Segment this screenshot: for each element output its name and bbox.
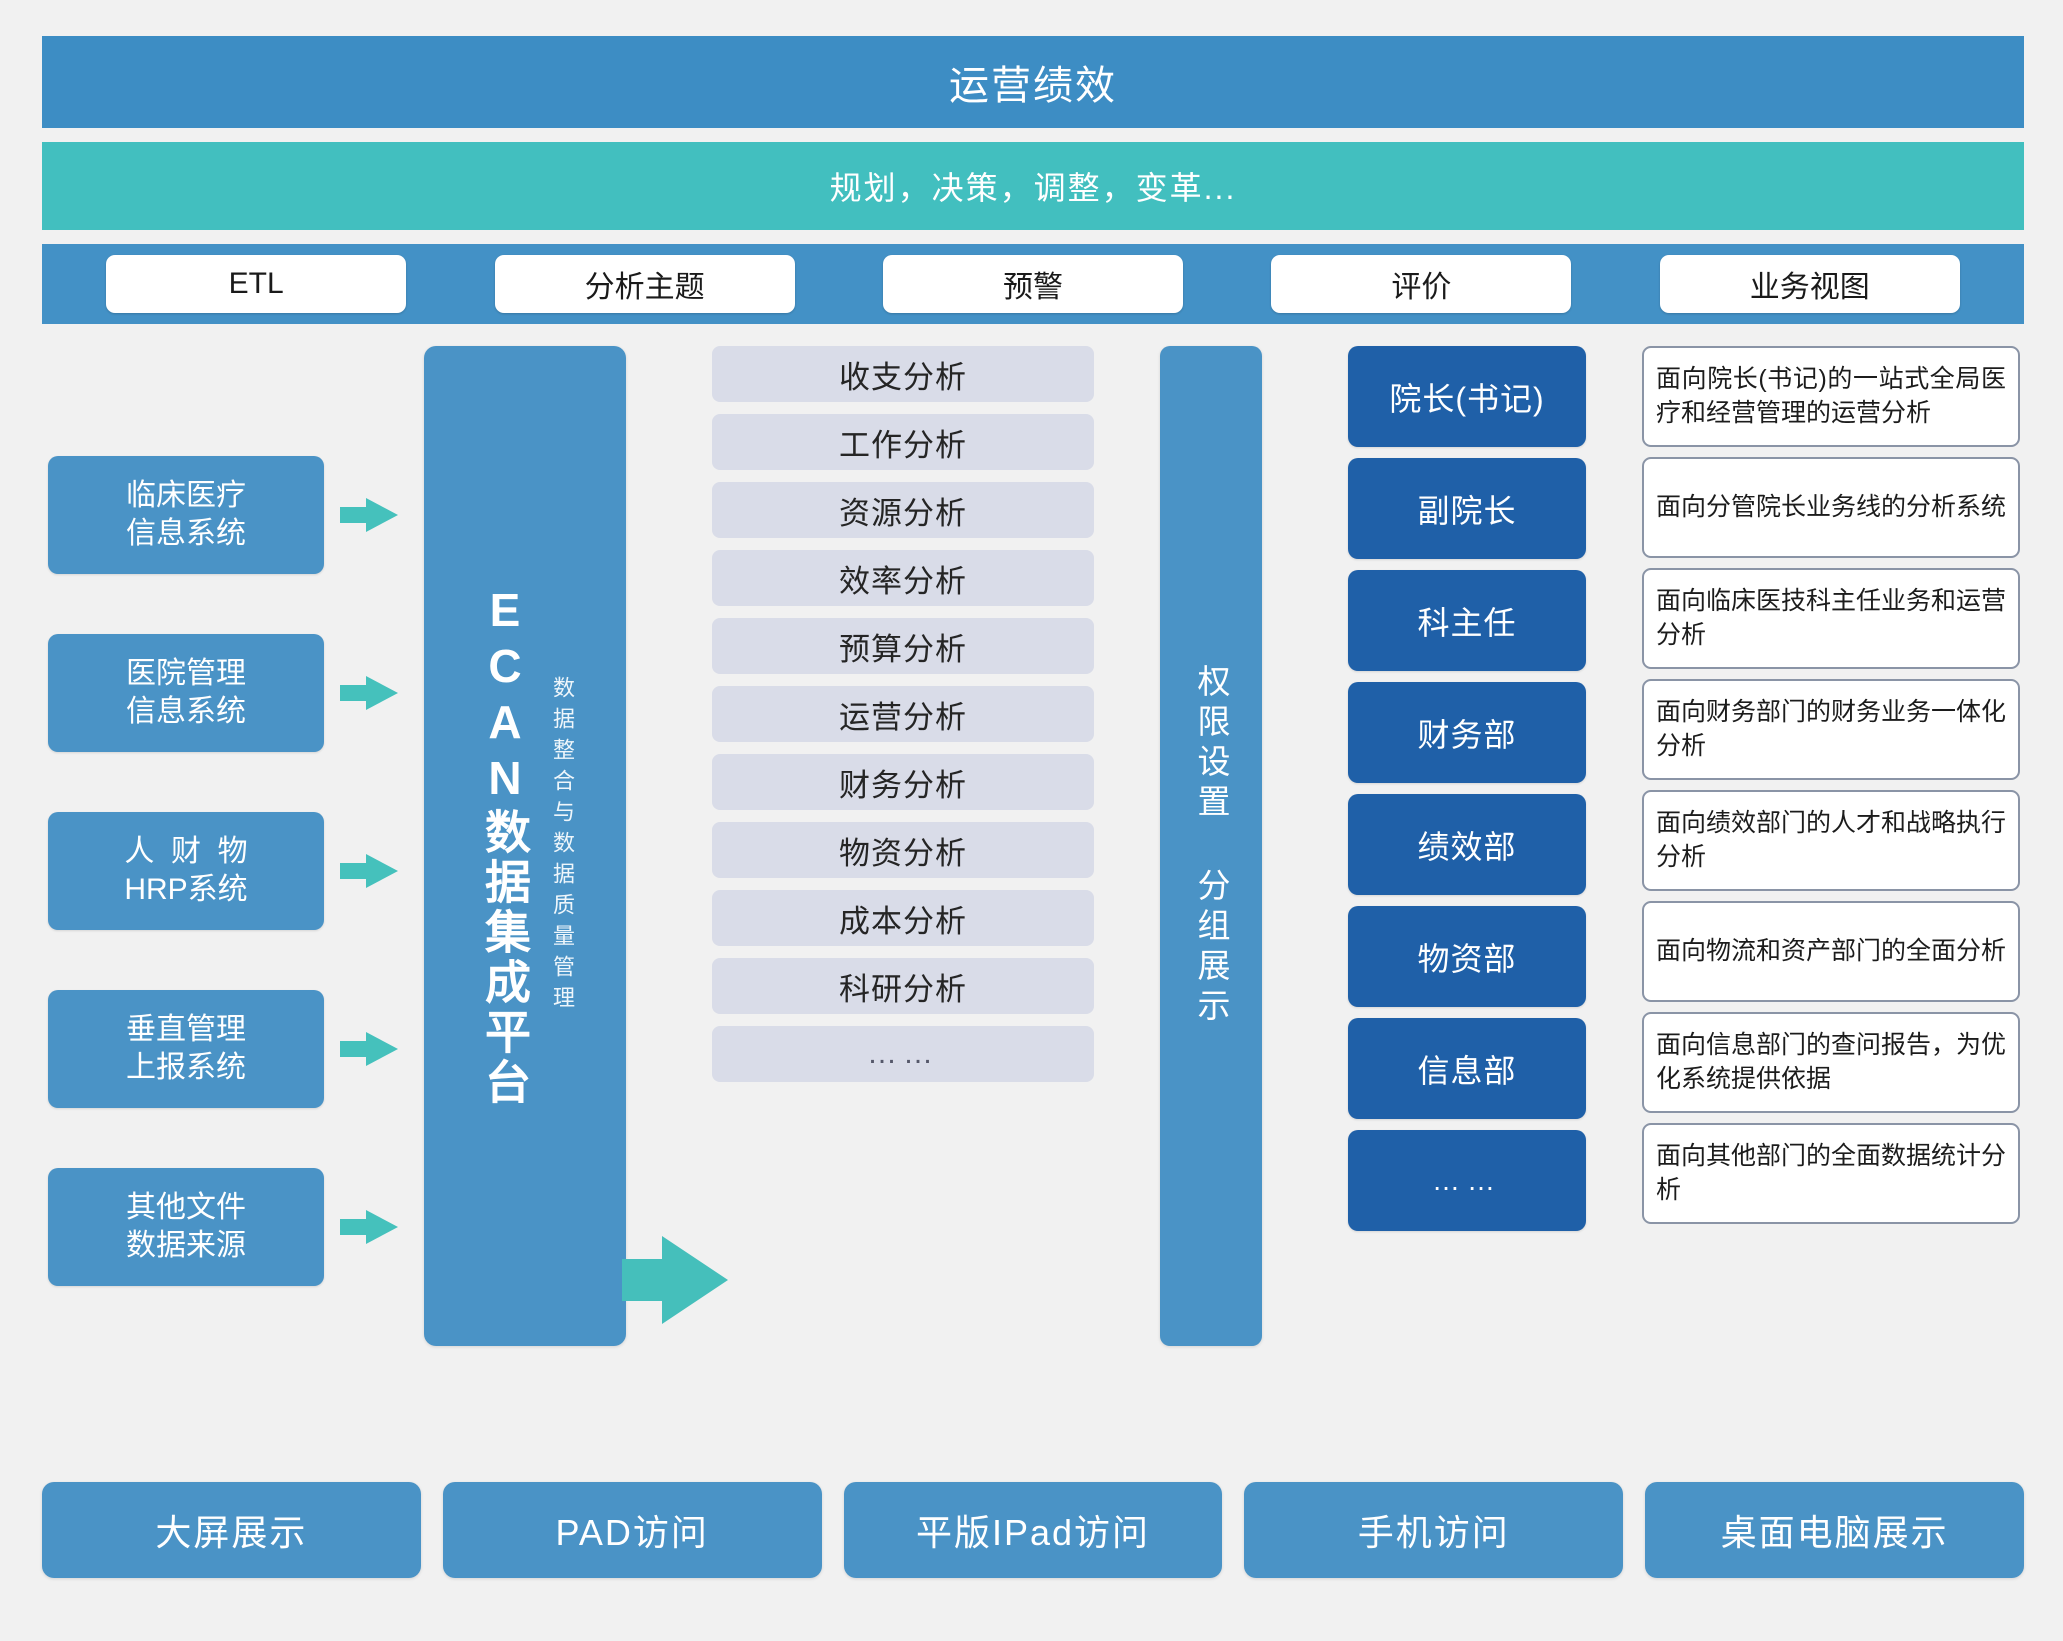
source-line-1: 医院管理	[126, 656, 246, 690]
capability-nav-bar: ETL 分析主题 预警 评价 业务视图	[42, 244, 2024, 324]
access-large-screen[interactable]: 大屏展示	[42, 1482, 421, 1578]
topic-income-expense[interactable]: 收支分析	[712, 346, 1094, 402]
source-line-1: 其他文件	[126, 1190, 246, 1224]
arrow-right-icon	[340, 1032, 398, 1066]
topic-more[interactable]: ……	[712, 1026, 1094, 1082]
role-vice-president[interactable]: 副院长	[1348, 458, 1586, 559]
roles-column: 院长(书记) 副院长 科主任 财务部 绩效部 物资部 信息部 ……	[1348, 346, 1586, 1231]
source-line-1: 临床医疗	[126, 478, 246, 512]
topic-efficiency[interactable]: 效率分析	[712, 550, 1094, 606]
source-line-2: 信息系统	[126, 517, 246, 550]
nav-chip-analysis-topic[interactable]: 分析主题	[494, 255, 795, 313]
nav-chip-etl[interactable]: ETL	[106, 255, 407, 313]
permission-label: 权限设置 分组展示	[1193, 664, 1230, 1028]
arrow-head	[366, 854, 398, 888]
page-subtitle: 规划，决策，调整，变革...	[42, 142, 2024, 230]
access-channels-bar: 大屏展示 PAD访问 平版IPad访问 手机访问 桌面电脑展示	[42, 1482, 2024, 1578]
arrow-shaft	[340, 685, 370, 701]
topic-operation[interactable]: 运营分析	[712, 686, 1094, 742]
source-system-vertical-report[interactable]: 垂直管理 上报系统	[48, 990, 324, 1108]
platform-title: ECAN数据集成平台	[479, 584, 531, 1108]
arrow-head	[366, 1210, 398, 1244]
description-president: 面向院长(书记)的一站式全局医疗和经营管理的运营分析	[1642, 346, 2020, 447]
topic-materials[interactable]: 物资分析	[712, 822, 1094, 878]
topic-cost[interactable]: 成本分析	[712, 890, 1094, 946]
page-title: 运营绩效	[42, 36, 2024, 128]
arrow-head	[366, 498, 398, 532]
topic-finance[interactable]: 财务分析	[712, 754, 1094, 810]
source-line-2: HRP系统	[124, 873, 248, 906]
role-department-head[interactable]: 科主任	[1348, 570, 1586, 671]
role-more[interactable]: ……	[1348, 1130, 1586, 1231]
description-materials-dept: 面向物流和资产部门的全面分析	[1642, 901, 2020, 1002]
topic-research[interactable]: 科研分析	[712, 958, 1094, 1014]
nav-chip-alert[interactable]: 预警	[882, 255, 1183, 313]
description-information-dept: 面向信息部门的查问报告，为优化系统提供依据	[1642, 1012, 2020, 1113]
role-finance-dept[interactable]: 财务部	[1348, 682, 1586, 783]
arrow-head	[366, 1032, 398, 1066]
description-performance-dept: 面向绩效部门的人才和战略执行分析	[1642, 790, 2020, 891]
source-system-hospital-mgmt[interactable]: 医院管理 信息系统	[48, 634, 324, 752]
arrow-shaft	[622, 1259, 668, 1301]
role-materials-dept[interactable]: 物资部	[1348, 906, 1586, 1007]
arrow-head	[662, 1236, 728, 1324]
access-ipad[interactable]: 平版IPad访问	[843, 1482, 1223, 1578]
arrow-shaft	[340, 507, 370, 523]
access-pad[interactable]: PAD访问	[442, 1482, 822, 1578]
source-line-1: 人 财 物	[124, 834, 248, 868]
arrow-head	[366, 676, 398, 710]
source-line-2: 上报系统	[126, 1051, 246, 1084]
access-mobile[interactable]: 手机访问	[1244, 1482, 1624, 1578]
ecan-data-integration-platform[interactable]: ECAN数据集成平台 数据整合与数据质量管理	[424, 346, 626, 1346]
source-system-hrp[interactable]: 人 财 物 HRP系统	[48, 812, 324, 930]
description-finance-dept: 面向财务部门的财务业务一体化分析	[1642, 679, 2020, 780]
topic-resource[interactable]: 资源分析	[712, 482, 1094, 538]
arrow-right-icon	[340, 676, 398, 710]
permission-settings-bar[interactable]: 权限设置 分组展示	[1160, 346, 1262, 1346]
source-system-clinical[interactable]: 临床医疗 信息系统	[48, 456, 324, 574]
nav-chip-business-view[interactable]: 业务视图	[1659, 255, 1960, 313]
role-president[interactable]: 院长(书记)	[1348, 346, 1586, 447]
role-information-dept[interactable]: 信息部	[1348, 1018, 1586, 1119]
role-descriptions-column: 面向院长(书记)的一站式全局医疗和经营管理的运营分析 面向分管院长业务线的分析系…	[1642, 346, 2020, 1224]
main-diagram-area: 临床医疗 信息系统 医院管理 信息系统 人 财 物 HRP系统 垂直管理 上报系…	[0, 336, 2063, 1448]
access-desktop[interactable]: 桌面电脑展示	[1645, 1482, 2024, 1578]
nav-chip-evaluation[interactable]: 评价	[1271, 255, 1572, 313]
description-other-dept: 面向其他部门的全面数据统计分析	[1642, 1123, 2020, 1224]
source-systems-column: 临床医疗 信息系统 医院管理 信息系统 人 财 物 HRP系统 垂直管理 上报系…	[48, 456, 324, 1286]
analysis-topics-column: 收支分析 工作分析 资源分析 效率分析 预算分析 运营分析 财务分析 物资分析 …	[712, 346, 1094, 1082]
arrow-right-icon	[340, 498, 398, 532]
source-line-1: 垂直管理	[126, 1012, 246, 1046]
description-department-head: 面向临床医技科主任业务和运营分析	[1642, 568, 2020, 669]
arrow-right-icon	[340, 854, 398, 888]
topic-budget[interactable]: 预算分析	[712, 618, 1094, 674]
source-line-2: 信息系统	[126, 695, 246, 728]
source-line-2: 数据来源	[126, 1229, 246, 1262]
arrow-right-large-icon	[622, 1236, 728, 1324]
description-vice-president: 面向分管院长业务线的分析系统	[1642, 457, 2020, 558]
role-performance-dept[interactable]: 绩效部	[1348, 794, 1586, 895]
arrow-shaft	[340, 863, 370, 879]
platform-subtitle: 数据整合与数据质量管理	[550, 675, 575, 1017]
arrow-shaft	[340, 1219, 370, 1235]
arrow-shaft	[340, 1041, 370, 1057]
topic-work[interactable]: 工作分析	[712, 414, 1094, 470]
source-system-other-files[interactable]: 其他文件 数据来源	[48, 1168, 324, 1286]
arrow-right-icon	[340, 1210, 398, 1244]
